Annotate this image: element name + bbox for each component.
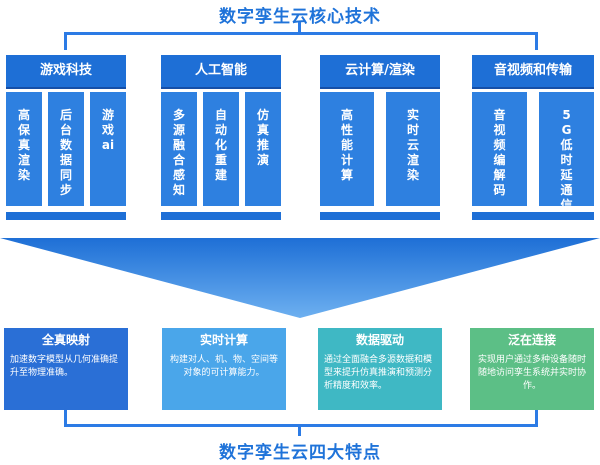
funnel-arrow [0,238,600,318]
bottom-bracket-line [64,424,538,427]
feature-title: 实时计算 [199,333,248,347]
tech-item: 仿真推演 [245,92,281,206]
category-body-gaming: 高保真渲染 后台数据同步 游戏ai [6,92,126,206]
feature-card-data-driven: 数据驱动 通过全面融合多源数据和模型来提升仿真推演和预测分析精度和效率。 [318,328,442,410]
feature-card-ubiquitous-connection: 泛在连接 实现用户通过多种设备随时随地访问孪生系统并实时协作。 [470,328,594,410]
tech-item: 自动化重建 [203,92,239,206]
category-header-cloud: 云计算/渲染 [320,55,440,89]
category-header-ai: 人工智能 [161,55,281,89]
tech-item: 多源融合感知 [161,92,197,206]
tech-item: 5G低时延通信 [539,92,594,212]
category-body-ai: 多源融合感知 自动化重建 仿真推演 [161,92,281,206]
category-header-gaming: 游戏科技 [6,55,126,89]
bottom-bracket-left-tick [64,410,67,426]
tech-item: 游戏ai [90,92,126,206]
tech-item: 高性能计算 [320,92,374,206]
tech-item: 音视频编解码 [472,92,527,206]
top-bracket-line [64,32,538,35]
bottom-bracket-stem [298,424,301,436]
tech-item: 实时云渲染 [386,92,440,206]
top-bracket-right-tick [535,32,538,50]
feature-description: 实现用户通过多种设备随时随地访问孪生系统并实时协作。 [477,355,586,391]
category-header-av: 音视频和传输 [472,55,594,89]
core-tech-title: 数字孪生云核心技术 [219,7,381,27]
tech-item: 高保真渲染 [6,92,42,206]
top-bracket-stem [298,22,301,34]
feature-title: 泛在连接 [507,333,556,347]
category-footer-av [472,212,594,220]
feature-description: 构建对人、机、物、空间等对象的可计算能力。 [169,355,278,378]
tech-item: 后台数据同步 [48,92,84,206]
feature-description: 通过全面融合多源数据和模型来提升仿真推演和预测分析精度和效率。 [324,355,433,391]
features-title: 数字孪生云四大特点 [219,443,381,463]
feature-title: 全真映射 [41,333,90,347]
category-body-cloud: 高性能计算 实时云渲染 [320,92,440,206]
category-footer-gaming [6,212,126,220]
feature-description: 加速数字模型从几何准确提升至物理准确。 [10,355,119,378]
feature-title: 数据驱动 [355,333,404,347]
category-footer-ai [161,212,281,220]
category-body-av: 音视频编解码 5G低时延通信 [472,92,594,212]
feature-card-full-mapping: 全真映射 加速数字模型从几何准确提升至物理准确。 [4,328,128,410]
bottom-bracket-right-tick [535,410,538,426]
feature-card-realtime-compute: 实时计算 构建对人、机、物、空间等对象的可计算能力。 [162,328,286,410]
top-bracket-left-tick [64,32,67,50]
category-footer-cloud [320,212,440,220]
